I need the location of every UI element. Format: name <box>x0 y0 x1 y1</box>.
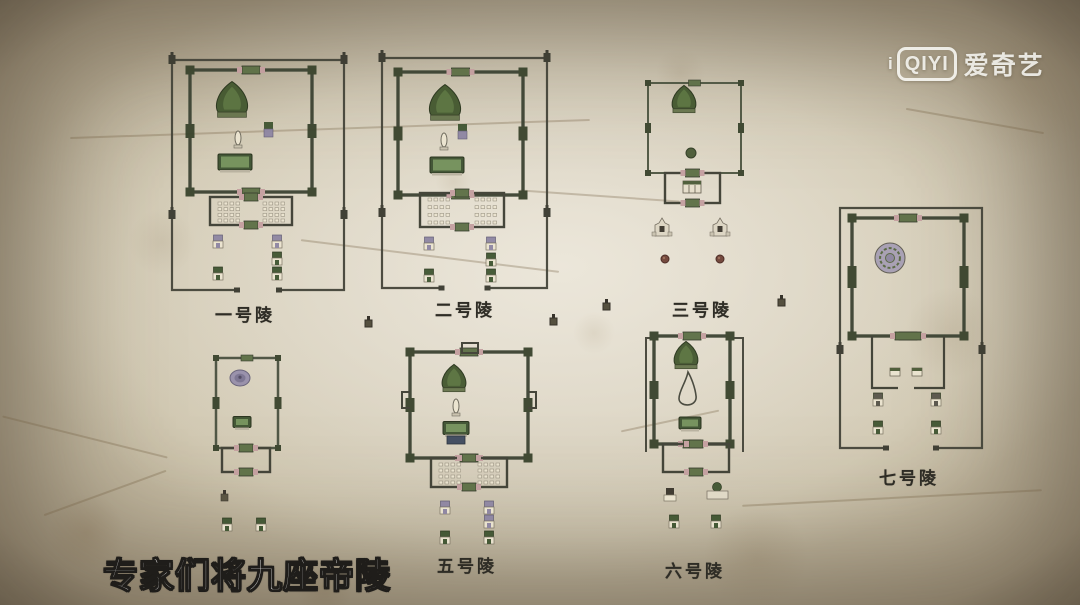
tomb-plan-4 <box>190 348 300 543</box>
scratch-line <box>43 469 167 516</box>
tomb-label-6: 六号陵 <box>665 562 725 581</box>
tomb-plan-7 <box>828 200 993 455</box>
que-tower-icon <box>547 312 559 331</box>
tomb-plan-1-drawing <box>168 52 348 293</box>
scratch-line <box>2 415 168 459</box>
tomb-plan-4-drawing <box>212 354 282 532</box>
iqiyi-brand-text: 爱奇艺 <box>963 52 1045 80</box>
tomb-plan-3-drawing <box>645 79 744 264</box>
que-tower-icon <box>600 297 612 316</box>
tomb-label-3: 三号陵 <box>672 301 732 320</box>
tomb-label-5: 五号陵 <box>437 557 497 576</box>
tomb-plan-5-drawing <box>401 342 537 545</box>
tomb-plan-3 <box>640 75 750 270</box>
que-tower-icon <box>362 314 374 333</box>
tomb-plan-5 <box>398 340 548 555</box>
tomb-label-1: 一号陵 <box>215 306 275 325</box>
tomb-plan-2 <box>372 48 557 298</box>
tomb-plan-6 <box>638 330 758 545</box>
subtitle-text: 专家们将九座帝陵 <box>102 556 392 596</box>
iqiyi-logo: i QIYI 爱奇艺 <box>888 46 1045 82</box>
que-tower-icon <box>775 293 787 312</box>
scratch-line <box>905 107 1045 134</box>
tomb-plan-7-drawing <box>836 206 986 451</box>
tomb-plan-6-drawing <box>645 331 744 529</box>
scratch-line <box>742 489 1042 507</box>
tomb-label-7: 七号陵 <box>879 469 939 488</box>
tomb-plan-2-drawing <box>378 50 551 291</box>
iqiyi-logo-box: QIYI <box>896 47 957 81</box>
tomb-label-2: 二号陵 <box>435 301 495 320</box>
tomb-plan-1 <box>160 50 355 300</box>
iqiyi-logo-i: i <box>888 54 893 73</box>
